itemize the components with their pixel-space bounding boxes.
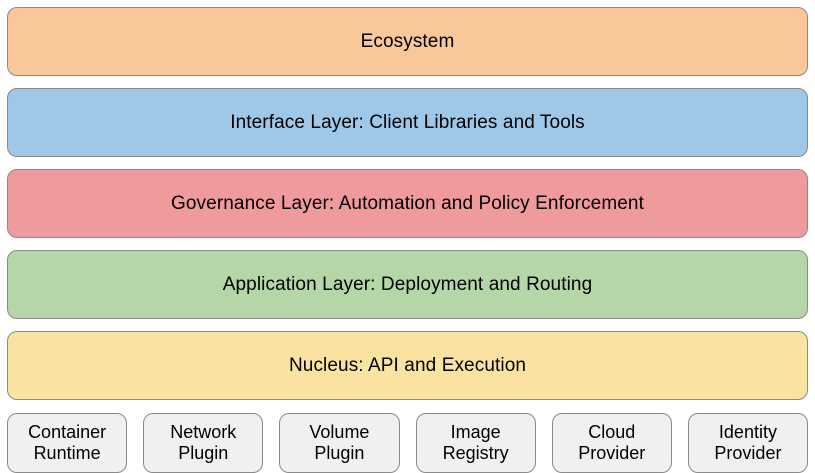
layer-ecosystem-label: Ecosystem	[360, 30, 455, 52]
foundation-box-volume-plugin-line1: Volume	[309, 421, 370, 442]
foundation-box-network-plugin[interactable]: Network Plugin	[143, 413, 264, 473]
foundation-box-volume-plugin-line2: Plugin	[314, 443, 365, 463]
layer-application-layer-label: Application Layer: Deployment and Routin…	[222, 273, 593, 295]
foundation-box-image-registry[interactable]: Image Registry	[415, 413, 536, 473]
layer-interface-layer[interactable]: Interface Layer: Client Libraries and To…	[7, 88, 808, 157]
foundation-box-cloud-provider-line2: Provider	[578, 443, 646, 463]
foundation-row: Container Runtime Network Plugin Volume …	[7, 413, 809, 473]
foundation-box-container-runtime-line1: Container	[28, 421, 107, 442]
layer-application-layer[interactable]: Application Layer: Deployment and Routin…	[7, 250, 808, 319]
layer-nucleus[interactable]: Nucleus: API and Execution	[7, 331, 808, 400]
foundation-box-cloud-provider[interactable]: Cloud Provider	[551, 413, 672, 473]
layer-interface-layer-label: Interface Layer: Client Libraries and To…	[230, 111, 585, 133]
foundation-box-container-runtime-line2: Runtime	[33, 443, 101, 463]
layer-stack: Ecosystem Interface Layer: Client Librar…	[7, 7, 808, 400]
layer-ecosystem[interactable]: Ecosystem	[7, 7, 808, 76]
layer-governance-layer[interactable]: Governance Layer: Automation and Policy …	[7, 169, 808, 238]
foundation-box-image-registry-line1: Image	[450, 421, 501, 442]
layer-governance-layer-label: Governance Layer: Automation and Policy …	[171, 192, 644, 214]
foundation-box-image-registry-line2: Registry	[442, 443, 509, 463]
foundation-box-identity-provider-line2: Provider	[714, 443, 782, 463]
foundation-box-volume-plugin[interactable]: Volume Plugin	[279, 413, 400, 473]
foundation-box-network-plugin-line1: Network	[170, 421, 237, 442]
foundation-box-identity-provider[interactable]: Identity Provider	[687, 413, 809, 473]
foundation-box-cloud-provider-line1: Cloud	[588, 421, 636, 442]
foundation-box-network-plugin-line2: Plugin	[178, 443, 229, 463]
layer-nucleus-label: Nucleus: API and Execution	[288, 354, 527, 376]
foundation-box-identity-provider-line1: Identity	[718, 421, 777, 442]
foundation-box-container-runtime[interactable]: Container Runtime	[7, 413, 128, 473]
